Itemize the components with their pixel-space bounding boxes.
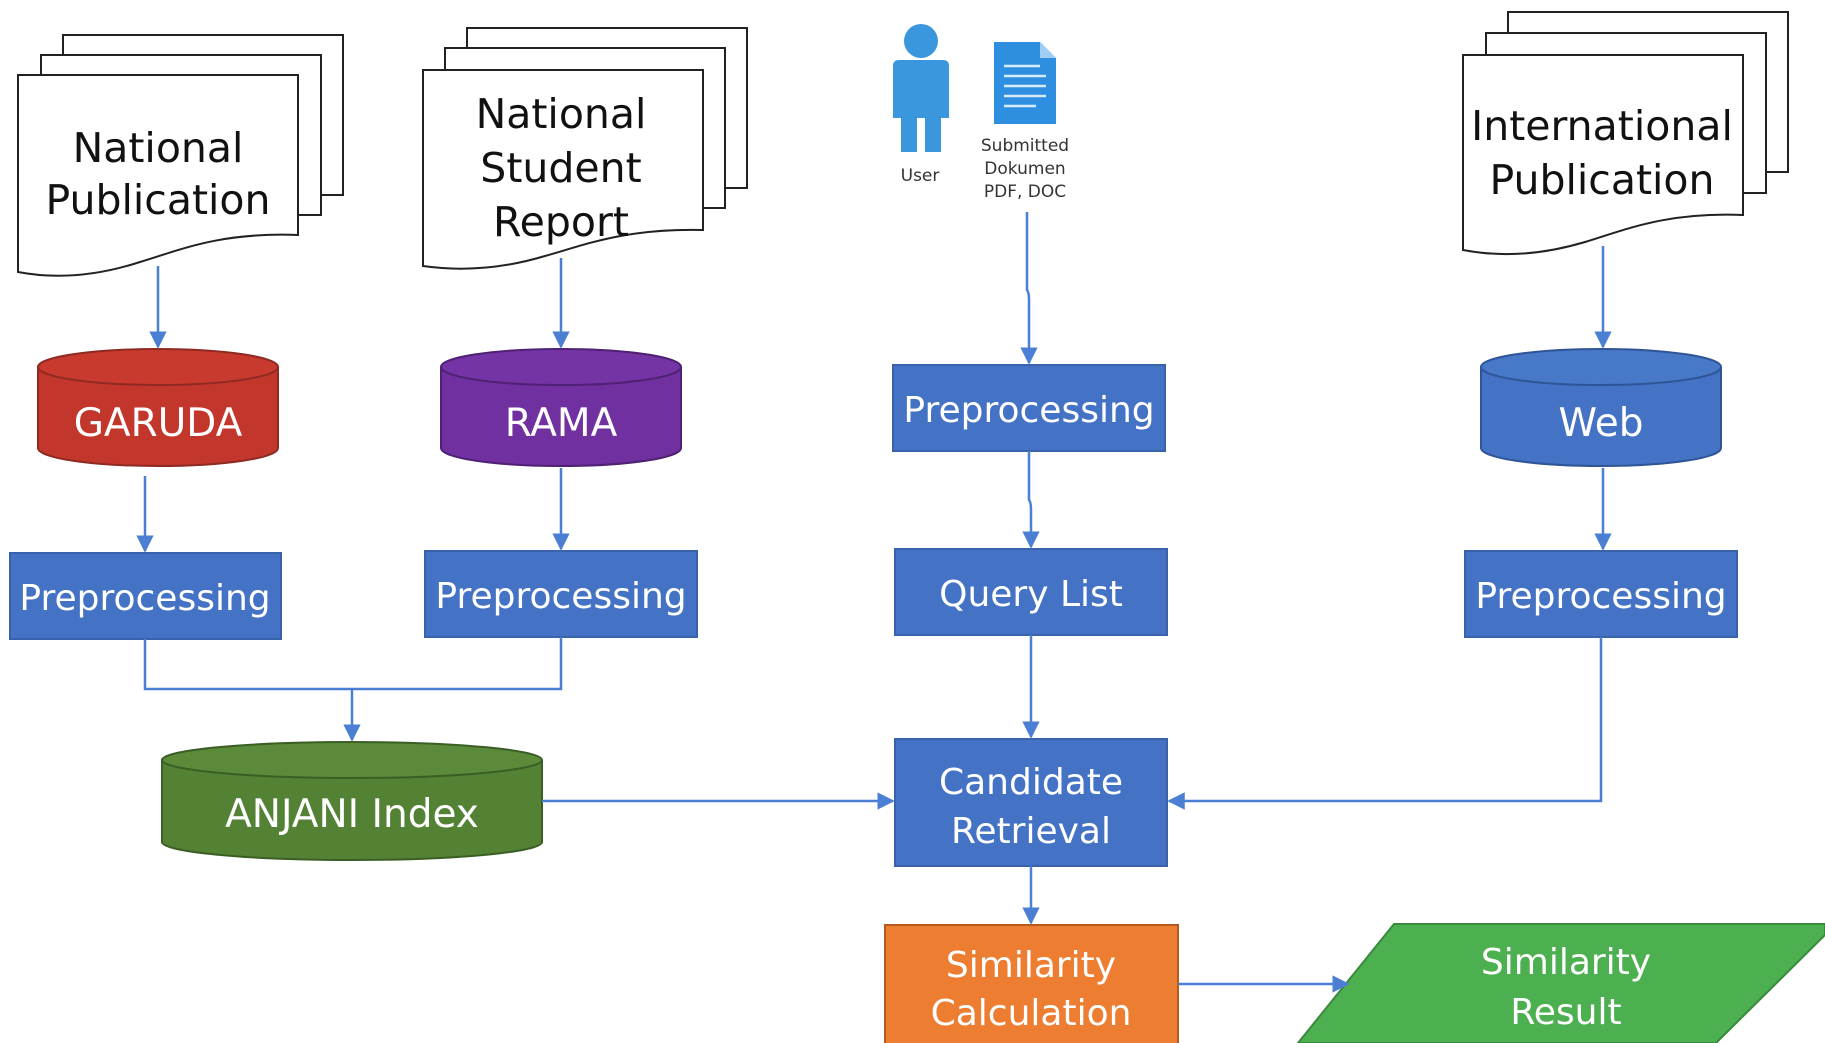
- preprocessing-user-box: Preprocessing: [892, 364, 1166, 452]
- query-list-label: Query List: [939, 574, 1123, 615]
- international-publication-line-1: International: [1471, 102, 1733, 150]
- national-student-report-doc: National Student Report: [422, 27, 748, 270]
- user-label: User: [901, 166, 940, 186]
- national-student-report-line-3: Report: [493, 198, 629, 246]
- rama-database: RAMA: [440, 348, 682, 467]
- submitted-document-line-1: Submitted: [981, 136, 1069, 156]
- international-publication-line-2: Publication: [1490, 156, 1715, 204]
- web-label: Web: [1558, 401, 1643, 446]
- candidate-retrieval-line-1: Candidate: [939, 762, 1123, 803]
- national-publication-line-1: National: [73, 124, 244, 172]
- similarity-result-shape: Similarity Result: [1296, 923, 1825, 1043]
- query-list-box: Query List: [894, 548, 1168, 636]
- preprocessing-rama-label: Preprocessing: [435, 576, 686, 617]
- candidate-retrieval-line-2: Retrieval: [951, 811, 1111, 852]
- preprocessing-garuda-box: Preprocessing: [9, 552, 282, 640]
- similarity-result-line-2: Result: [1510, 992, 1621, 1033]
- preprocessing-user-label: Preprocessing: [903, 390, 1154, 431]
- similarity-result-line-1: Similarity: [1481, 942, 1651, 983]
- national-publication-doc: National Publication: [17, 34, 344, 277]
- preprocessing-rama-box: Preprocessing: [424, 550, 698, 638]
- connectors: [136, 212, 1612, 993]
- garuda-label: GARUDA: [74, 401, 243, 446]
- anjani-index-database: ANJANI Index: [161, 741, 543, 861]
- anjani-index-label: ANJANI Index: [225, 792, 479, 837]
- document-icon: [994, 42, 1056, 124]
- preprocessing-web-box: Preprocessing: [1464, 550, 1738, 638]
- similarity-calculation-line-1: Similarity: [946, 945, 1116, 986]
- similarity-calculation-box: Similarity Calculation: [884, 924, 1179, 1043]
- garuda-database: GARUDA: [37, 348, 279, 467]
- submitted-document-line-3: PDF, DOC: [984, 182, 1066, 202]
- national-student-report-line-1: National: [476, 90, 647, 138]
- candidate-retrieval-box: Candidate Retrieval: [894, 738, 1168, 867]
- national-student-report-line-2: Student: [480, 144, 641, 192]
- international-publication-doc: International Publication: [1462, 11, 1789, 256]
- similarity-calculation-line-2: Calculation: [931, 993, 1132, 1034]
- preprocessing-garuda-label: Preprocessing: [19, 578, 270, 619]
- web-database: Web: [1480, 348, 1722, 467]
- person-icon: [893, 24, 949, 152]
- rama-label: RAMA: [505, 401, 618, 446]
- preprocessing-web-label: Preprocessing: [1475, 576, 1726, 617]
- submitted-document-line-2: Dokumen: [984, 159, 1065, 179]
- national-publication-line-2: Publication: [46, 176, 271, 224]
